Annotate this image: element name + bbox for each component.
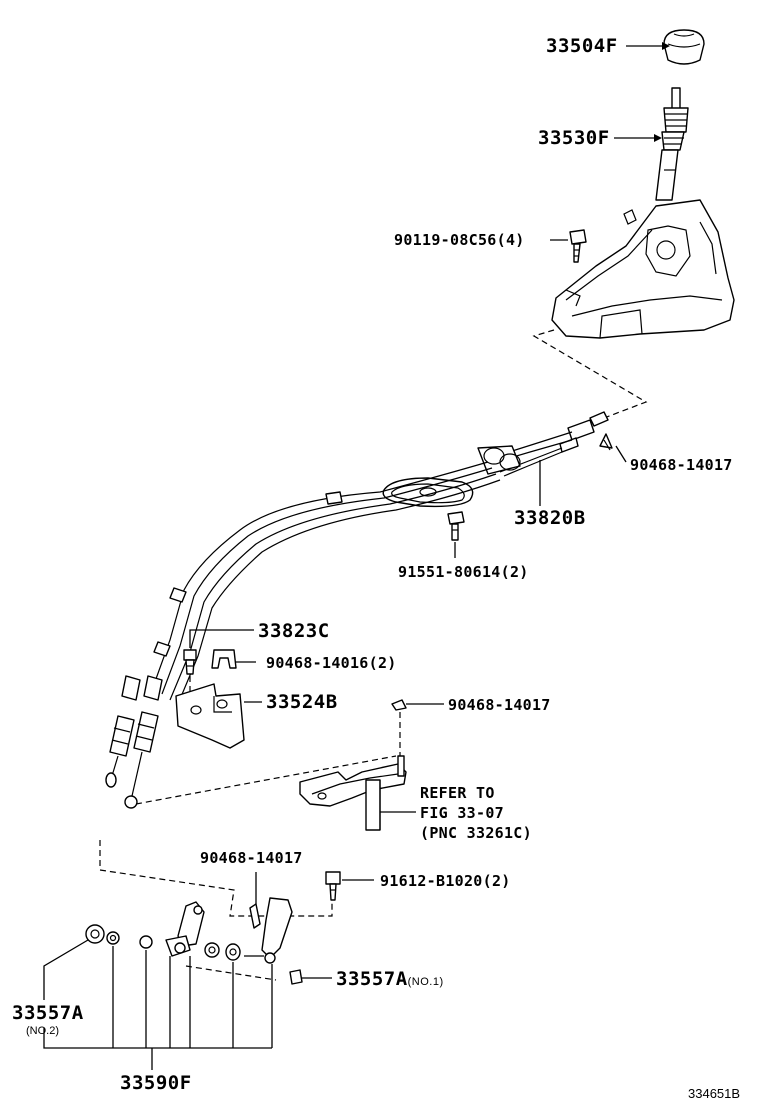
part-label-90468-14017-middle[interactable]: 90468-14017	[448, 696, 551, 714]
part-label-33504F[interactable]: 33504F	[546, 35, 618, 57]
part-number: 91612-B1020	[380, 872, 483, 890]
bushing-no1-drawing	[289, 969, 303, 985]
washer-3-drawing	[204, 942, 220, 958]
part-number: 91551-80614	[398, 563, 501, 581]
part-label-33820B[interactable]: 33820B	[514, 507, 586, 529]
part-label-33524B[interactable]: 33524B	[266, 691, 338, 713]
washer-4-drawing	[225, 943, 241, 961]
part-label-33823C[interactable]: 33823C	[258, 620, 330, 642]
cable-drawing	[105, 411, 609, 809]
shift-lever-drawing	[655, 87, 689, 201]
washer-1-drawing	[106, 931, 120, 945]
part-label-33530F[interactable]: 33530F	[538, 127, 610, 149]
lower-linkage-drawing	[165, 897, 293, 964]
part-note-no2: (NO.2)	[26, 1025, 59, 1037]
bolt-90119-drawing	[569, 229, 587, 263]
bushing-no2-drawing	[85, 924, 105, 944]
refer-line-2[interactable]: FIG 33-07	[420, 804, 504, 822]
part-number: 90119-08C56	[394, 231, 497, 249]
part-label-33557A-no2[interactable]: 33557A	[12, 1002, 84, 1024]
part-label-90468-14017-upper[interactable]: 90468-14017	[630, 456, 733, 474]
bolt-91612-drawing	[325, 871, 341, 901]
bracket-33524B-drawing	[175, 683, 245, 749]
bolt-91551-drawing	[447, 511, 465, 541]
dashed-link-lower	[99, 840, 333, 917]
shift-knob-drawing	[663, 29, 705, 65]
part-label-33590F[interactable]: 33590F	[120, 1072, 192, 1094]
clip-lower-drawing	[249, 903, 261, 929]
part-note: (NO.1)	[407, 976, 444, 988]
refer-line-1: REFER TO	[420, 784, 495, 802]
part-qty: (2)	[368, 654, 397, 672]
figure-id: 334651B	[688, 1086, 741, 1101]
clip-middle-drawing	[391, 699, 407, 711]
part-label-90468-14017-lower[interactable]: 90468-14017	[200, 849, 303, 867]
part-label-33557A-no1[interactable]: 33557A(NO.1)	[336, 968, 444, 990]
dashed-link-mid	[135, 755, 397, 805]
clip-upper-drawing	[599, 433, 613, 451]
part-label-91612-B1020[interactable]: 91612-B1020(2)	[380, 872, 511, 890]
transmission-lever-drawing	[299, 755, 407, 831]
part-qty: (2)	[482, 872, 511, 890]
part-label-90119-08C56[interactable]: 90119-08C56(4)	[394, 231, 525, 249]
bolt-33823C-drawing	[183, 649, 197, 675]
refer-line-3[interactable]: (PNC 33261C)	[420, 824, 532, 842]
washer-2-drawing	[139, 935, 153, 949]
part-qty: (4)	[496, 231, 525, 249]
part-qty: (2)	[500, 563, 529, 581]
lever-housing-drawing	[551, 199, 735, 339]
part-label-90468-14016[interactable]: 90468-14016(2)	[266, 654, 397, 672]
part-label-91551-80614[interactable]: 91551-80614(2)	[398, 563, 529, 581]
part-number: 33557A	[336, 968, 408, 990]
dashed-link-upper	[532, 329, 648, 419]
clip-bracket-drawing	[211, 649, 237, 669]
part-number: 90468-14016	[266, 654, 369, 672]
